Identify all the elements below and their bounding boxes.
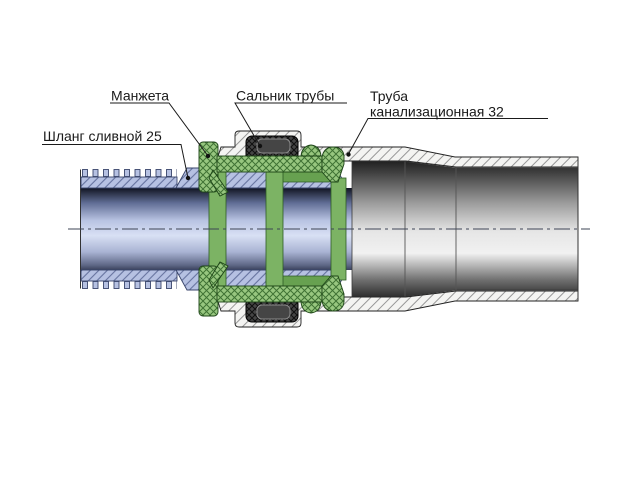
hose-corrugation-teeth-bottom (82, 281, 177, 289)
pipe-label-line2: канализационная 32 (370, 104, 504, 120)
pipe-label-line1: Труба (370, 88, 408, 104)
pipe-leader-dot (346, 152, 351, 157)
hose-wall-band-top (80, 176, 178, 189)
cuff-hump-top (300, 144, 322, 157)
cuff-leader-dot (205, 153, 211, 159)
cuff-hump-bottom (300, 301, 322, 314)
gland-leader-line (234, 102, 347, 147)
pipe-leader-line (348, 118, 548, 155)
hose-corrugation-teeth-top (82, 169, 177, 177)
gland-seal-core-top (256, 138, 291, 154)
gland-label: Сальник трубы (236, 88, 334, 104)
cuff-section-bottom (198, 261, 345, 317)
cuff-label: Манжета (111, 88, 169, 104)
cuff-strut-top (208, 169, 229, 197)
cuff-strut-bottom (208, 261, 229, 289)
cuff-claw-top (321, 146, 345, 183)
cuff-web-top (216, 155, 323, 173)
gland-seal-core-bottom (256, 304, 291, 320)
cuff-section-top (198, 141, 345, 197)
callout-cuff: Манжета (110, 88, 211, 159)
hose-leader-line (42, 144, 189, 179)
cuff-leader-line (110, 102, 209, 157)
hose-wall-band-bottom (80, 269, 178, 282)
hose-leader-dot (185, 175, 191, 181)
gland-seal-top (245, 135, 299, 161)
cuff-web-bottom (216, 285, 323, 303)
hose-label: Шланг сливной 25 (43, 128, 162, 144)
callout-pipe: Труба канализационная 32 (346, 88, 548, 157)
cuff-claw-bottom (321, 275, 345, 312)
callout-gland: Сальник трубы (234, 88, 347, 149)
gland-seal-bottom (245, 297, 299, 323)
callout-hose: Шланг сливной 25 (42, 128, 191, 181)
gland-leader-dot (257, 143, 263, 149)
